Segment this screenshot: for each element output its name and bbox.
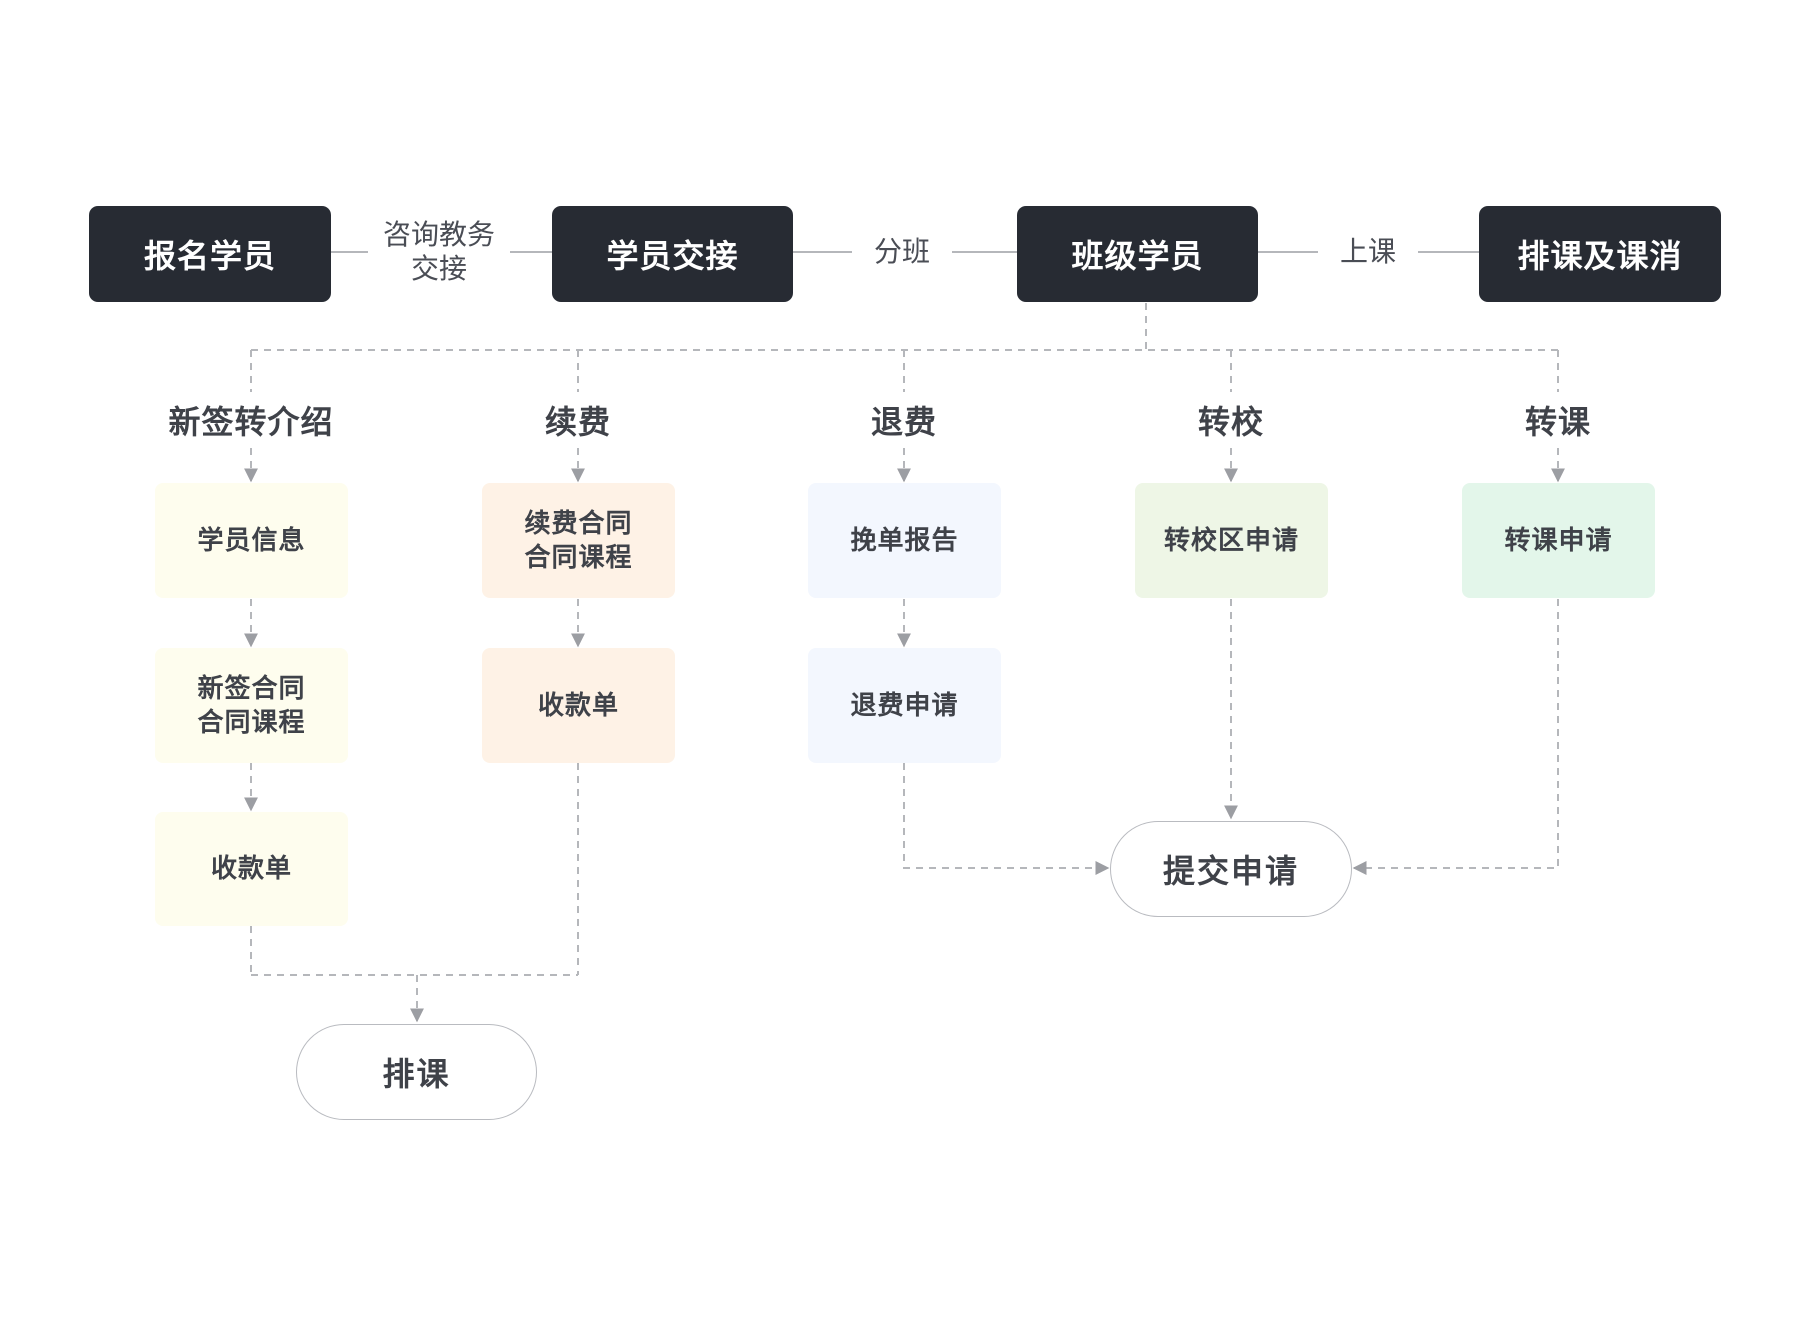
node-student-handover: 学员交接 xyxy=(552,206,793,302)
branch-label-school-transfer: 转校 xyxy=(1197,403,1264,441)
card-student-info: 学员信息 xyxy=(155,483,348,598)
branch-label-new-signup: 新签转介绍 xyxy=(168,403,334,441)
card-renewal-contract: 续费合同 合同课程 xyxy=(482,483,675,598)
branch-label-refund: 退费 xyxy=(870,403,937,441)
edge-label-consult-handover: 咨询教务 交接 xyxy=(368,212,510,292)
terminal-schedule: 排课 xyxy=(296,1024,537,1120)
card-retention-report: 挽单报告 xyxy=(808,483,1001,598)
arrow-refund-to-submit xyxy=(903,763,1110,875)
branch-label-course-transfer: 转课 xyxy=(1524,403,1591,441)
node-enroll-student: 报名学员 xyxy=(89,206,331,302)
branch-label-renewal: 续费 xyxy=(544,403,611,441)
card-receipt-renewal: 收款单 xyxy=(482,648,675,763)
terminal-submit-application: 提交申请 xyxy=(1110,821,1352,917)
card-new-contract: 新签合同 合同课程 xyxy=(155,648,348,763)
edge-label-attend-class: 上课 xyxy=(1318,232,1418,272)
card-school-transfer-application: 转校区申请 xyxy=(1135,483,1328,598)
node-scheduling-consumption: 排课及课消 xyxy=(1479,206,1721,302)
card-course-transfer-application: 转课申请 xyxy=(1462,483,1655,598)
node-class-student: 班级学员 xyxy=(1017,206,1258,302)
card-receipt-new: 收款单 xyxy=(155,812,348,926)
arrow-course-to-submit xyxy=(1352,599,1559,875)
edge-label-assign-class: 分班 xyxy=(852,232,952,272)
card-refund-application: 退费申请 xyxy=(808,648,1001,763)
